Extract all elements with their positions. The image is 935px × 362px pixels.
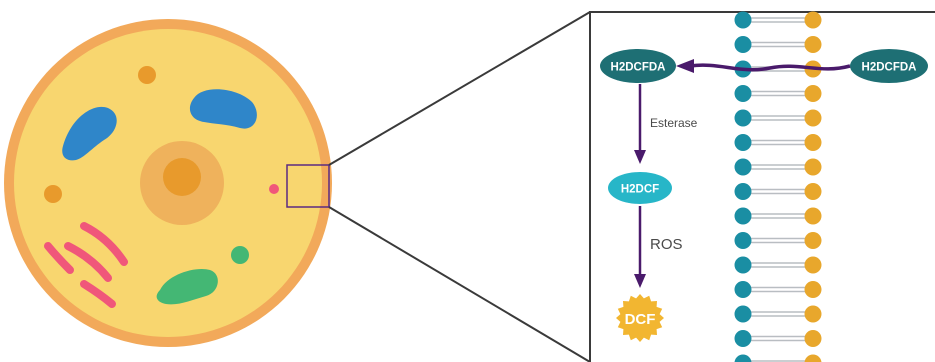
lipid-head-inner — [734, 256, 752, 274]
lipid-head-outer — [804, 183, 822, 200]
h2dcfda-inside-node: H2DCFDA — [600, 49, 676, 83]
diffusion-arrowhead — [676, 59, 694, 73]
lipid-head-inner — [734, 11, 752, 29]
golgi-stripe-3 — [64, 242, 112, 282]
lipid-head-inner — [734, 232, 752, 249]
lipid-head-inner — [734, 134, 752, 151]
lipid-head-outer — [804, 305, 822, 323]
green-organelle-small — [231, 246, 249, 264]
h2dcf-ellipse — [608, 172, 672, 204]
zoom-indicator — [286, 11, 591, 362]
detail-panel: H2DCFDA H2DCFDA Esterase H2DCF ROS DCF — [589, 11, 935, 362]
mitochondrion-left — [62, 106, 117, 161]
h2dcf-node: H2DCF — [608, 172, 672, 204]
esterase-label: Esterase — [650, 116, 698, 130]
dcf-starburst — [616, 294, 664, 342]
lipid-head-outer — [804, 85, 822, 102]
h2dcfda-inside-label: H2DCFDA — [611, 62, 666, 74]
golgi-apparatus — [44, 222, 128, 308]
ros-arrowhead — [634, 274, 646, 288]
lipid-head-outer — [804, 281, 822, 298]
lipid-head-inner — [734, 158, 752, 176]
h2dcf-label: H2DCF — [621, 184, 659, 196]
green-organelle-large — [156, 268, 218, 305]
nucleolus — [163, 158, 201, 196]
dcf-label: DCF — [625, 311, 656, 328]
golgi-stripe-2 — [44, 242, 74, 274]
lipid-head-outer — [804, 36, 822, 53]
cell — [4, 19, 332, 347]
h2dcfda-outside-ellipse — [850, 49, 928, 83]
detail-panel-border — [589, 11, 935, 362]
lipid-head-inner — [734, 183, 752, 200]
diffusion-arrow — [689, 63, 851, 72]
lipid-head-inner — [734, 207, 752, 225]
lipid-head-outer — [804, 330, 822, 347]
lipid-head-outer — [804, 134, 822, 151]
lipid-head-inner — [734, 85, 752, 102]
lipid-head-outer — [804, 158, 822, 176]
ros-label: ROS — [650, 236, 683, 253]
lipid-head-outer — [804, 109, 822, 127]
dcf-node: DCF — [616, 294, 664, 342]
lipid-head-inner — [734, 330, 752, 347]
lipid-head-inner — [734, 354, 752, 362]
zoom-line-bottom — [328, 206, 591, 362]
vesicle-top — [138, 66, 156, 84]
lipid-head-outer — [804, 232, 822, 249]
lipid-head-inner — [734, 36, 752, 53]
golgi-stripe-4 — [80, 280, 116, 308]
lipid-head-outer — [804, 207, 822, 225]
lipid-head-outer — [804, 11, 822, 29]
h2dcfda-outside-node: H2DCFDA — [850, 49, 928, 83]
lipid-head-inner — [734, 281, 752, 298]
lipid-head-outer — [804, 256, 822, 274]
mitochondrion-right — [189, 89, 257, 129]
lipid-head-outer — [804, 354, 822, 362]
h2dcfda-outside-label: H2DCFDA — [862, 62, 917, 74]
golgi-stripe-1 — [80, 222, 128, 266]
zoom-box — [286, 164, 330, 208]
lipid-head-inner — [734, 109, 752, 127]
pink-vesicle — [269, 184, 279, 194]
lipid-head-inner — [734, 305, 752, 323]
esterase-arrowhead — [634, 150, 646, 164]
lipid-bilayer — [734, 11, 822, 362]
zoom-line-top — [328, 11, 591, 166]
vesicle-left — [44, 185, 62, 203]
h2dcfda-inside-ellipse — [600, 49, 676, 83]
